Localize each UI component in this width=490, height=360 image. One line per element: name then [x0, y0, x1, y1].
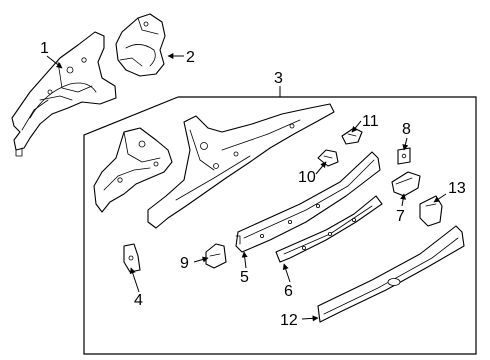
callout-13: 13 [448, 180, 466, 197]
callout-3: 3 [274, 70, 283, 87]
part-7-bracket [391, 171, 421, 197]
callout-2: 2 [186, 49, 195, 66]
part-1-wheelhouse-apron [11, 31, 117, 157]
part-12-sill-rail [317, 225, 465, 323]
part-8-plate [397, 147, 411, 165]
part-2-bracket [115, 13, 166, 77]
callout-10: 10 [298, 169, 316, 186]
leader-lines [46, 53, 447, 322]
callout-8: 8 [402, 121, 411, 138]
callout-9: 9 [180, 255, 189, 272]
callout-7: 7 [396, 208, 405, 225]
assembly-frame [83, 96, 477, 355]
callout-6: 6 [284, 283, 293, 300]
part-9-bracket [205, 243, 227, 269]
callout-5: 5 [240, 269, 249, 286]
part-11-bracket [341, 127, 363, 145]
part-4-plate [123, 243, 141, 273]
callout-12: 12 [280, 312, 298, 329]
part-13-bracket [419, 195, 443, 227]
part-10-clip [317, 149, 339, 167]
part-5-rail-extension [235, 151, 381, 253]
part-6-reinforcement [275, 195, 383, 263]
callout-11: 11 [362, 113, 379, 130]
rail-inner-assembly [93, 127, 173, 213]
callout-4: 4 [134, 292, 143, 309]
callout-1: 1 [40, 40, 49, 57]
main-side-rail [147, 103, 335, 229]
